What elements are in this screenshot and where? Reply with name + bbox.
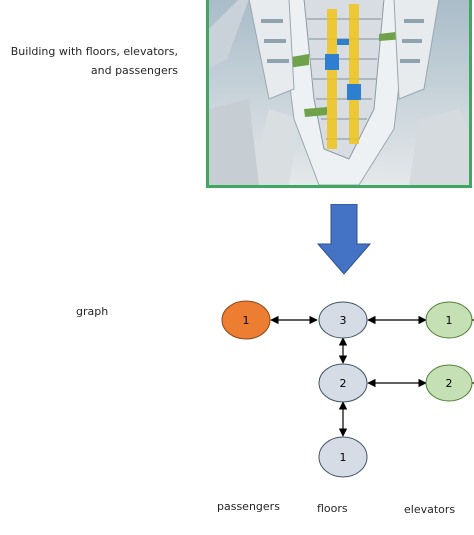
building-drawing [209,0,469,185]
elevator-node-2: 2 [425,364,473,402]
down-arrow-icon [316,204,372,275]
passengers-column-label: passengers [217,500,280,513]
floor-node-2-label: 2 [340,377,347,390]
floors-column-label: floors [317,502,348,515]
elevator-node-1: 1 [425,301,473,339]
graph-label: graph [76,305,109,318]
floor-node-1: 1 [318,436,368,478]
elevator-node-1-label: 1 [446,314,453,327]
elevator-node-2-label: 2 [446,377,453,390]
caption-line-2: and passengers [90,64,178,77]
floor-node-2: 2 [318,363,368,403]
caption-line-1: Building with floors, elevators, [10,45,178,58]
elevators-column-label: elevators [404,503,456,516]
image-caption: Building with floors, elevators, and pas… [0,42,178,80]
passenger-node-1-label: 1 [243,314,250,327]
floor-node-3-label: 3 [340,314,347,327]
floor-node-3: 3 [318,301,368,339]
floor-node-1-label: 1 [340,451,347,464]
passenger-node-1: 1 [221,300,271,340]
building-illustration [206,0,472,188]
